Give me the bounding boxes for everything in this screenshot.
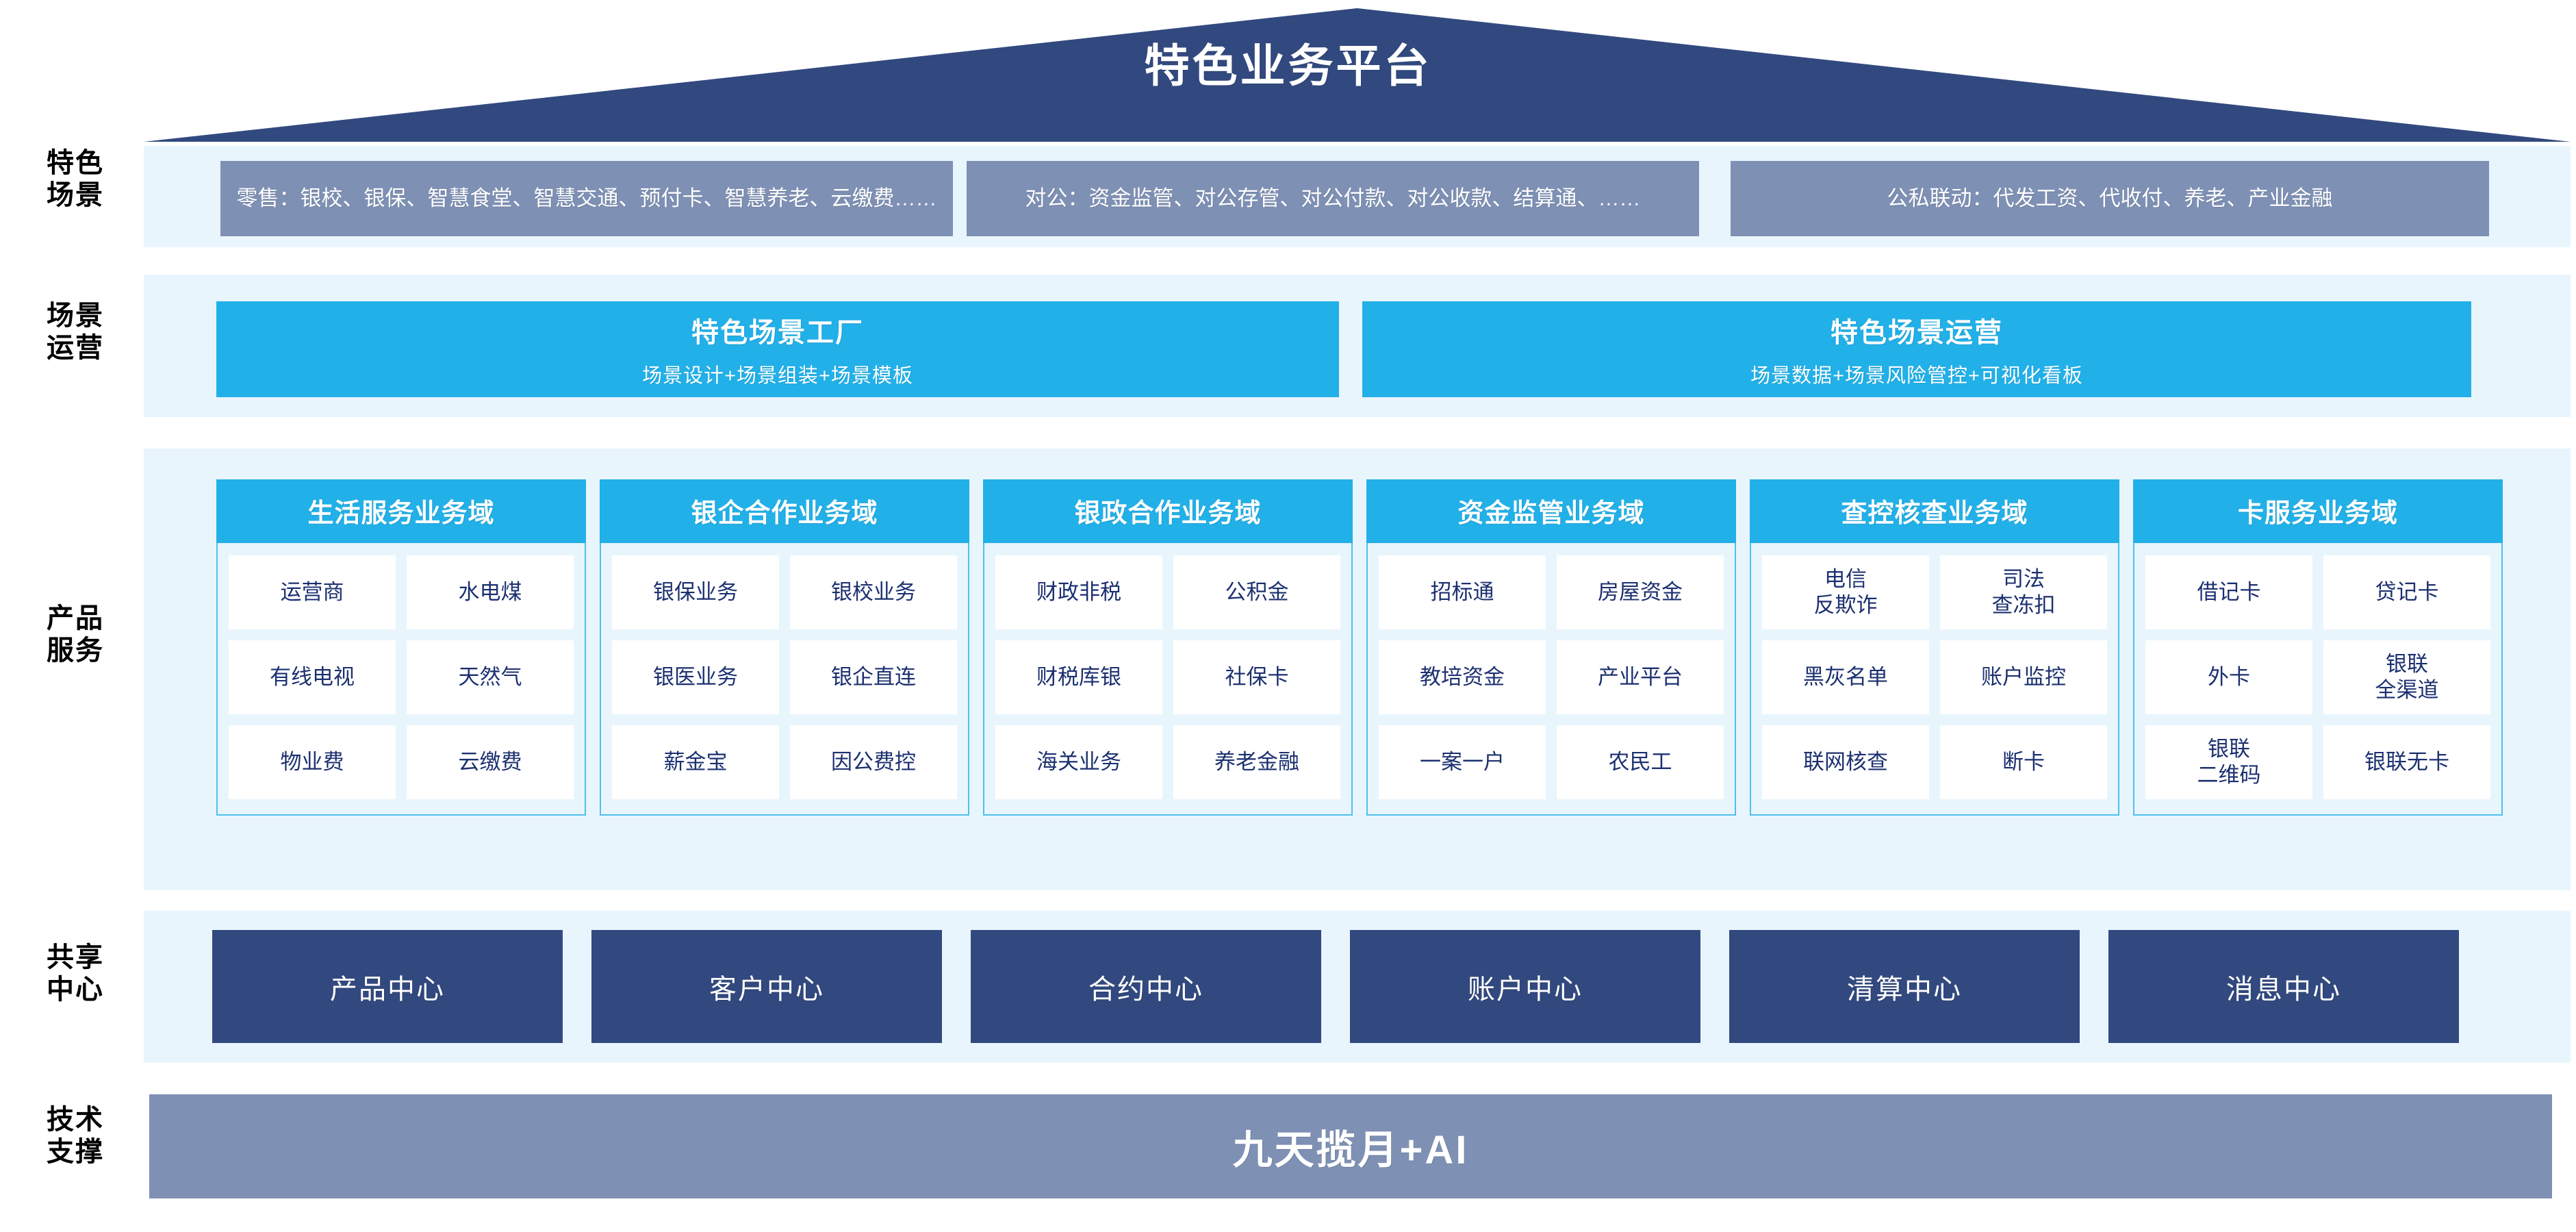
- product-item[interactable]: 一案一户: [1379, 725, 1546, 799]
- shared-center-contract[interactable]: 合约中心: [971, 930, 1321, 1043]
- row-label-tech: 技术 支撑: [47, 1105, 104, 1168]
- product-item[interactable]: 教培资金: [1379, 640, 1546, 714]
- product-domain-life-service[interactable]: 生活服务业务域 运营商 水电煤 有线电视 天然气 物业费 云缴费: [216, 479, 586, 816]
- product-domain-investigation[interactable]: 查控核查业务域 电信 反欺诈 司法 查冻扣 黑灰名单 账户监控 联网核查 断卡: [1750, 479, 2119, 816]
- row-label-products: 产品 服务: [47, 603, 104, 666]
- product-item[interactable]: 借记卡: [2145, 555, 2312, 629]
- product-item[interactable]: 司法 查冻扣: [1940, 555, 2107, 629]
- scene-box-retail[interactable]: 零售：银校、银保、智慧食堂、智慧交通、预付卡、智慧养老、云缴费……: [220, 161, 953, 236]
- domain-header-bank-enterprise: 银企合作业务域: [600, 479, 969, 543]
- product-item[interactable]: 产业平台: [1557, 640, 1724, 714]
- product-item[interactable]: 银联 二维码: [2145, 725, 2312, 799]
- ops-box-scene-operation[interactable]: 特色场景运营 场景数据+场景风险管控+可视化看板: [1362, 301, 2471, 397]
- product-domain-card-service[interactable]: 卡服务业务域 借记卡 贷记卡 外卡 银联 全渠道 银联 二维码 银联无卡: [2133, 479, 2503, 816]
- product-item[interactable]: 因公费控: [790, 725, 957, 799]
- domain-items-bank-government: 财政非税 公积金 财税库银 社保卡 海关业务 养老金融: [983, 543, 1353, 816]
- product-item[interactable]: 运营商: [229, 555, 396, 629]
- scene-box-corporate[interactable]: 对公：资金监管、对公存管、对公付款、对公收款、结算通、……: [967, 161, 1699, 236]
- product-item[interactable]: 房屋资金: [1557, 555, 1724, 629]
- product-item[interactable]: 联网核查: [1762, 725, 1929, 799]
- product-item[interactable]: 黑灰名单: [1762, 640, 1929, 714]
- product-item[interactable]: 银联无卡: [2323, 725, 2490, 799]
- product-item[interactable]: 外卡: [2145, 640, 2312, 714]
- product-item[interactable]: 农民工: [1557, 725, 1724, 799]
- product-item[interactable]: 银医业务: [612, 640, 779, 714]
- product-item[interactable]: 招标通: [1379, 555, 1546, 629]
- domain-header-investigation: 查控核查业务域: [1750, 479, 2119, 543]
- product-item[interactable]: 断卡: [1940, 725, 2107, 799]
- ops-subtitle-scene-operation: 场景数据+场景风险管控+可视化看板: [1750, 365, 2083, 387]
- product-item[interactable]: 有线电视: [229, 640, 396, 714]
- product-item[interactable]: 电信 反欺诈: [1762, 555, 1929, 629]
- product-item[interactable]: 银联 全渠道: [2323, 640, 2490, 714]
- ops-box-scene-factory[interactable]: 特色场景工厂 场景设计+场景组装+场景模板: [216, 301, 1339, 397]
- page-title: 特色业务平台: [1144, 40, 1432, 91]
- shared-center-customer[interactable]: 客户中心: [591, 930, 942, 1043]
- product-item[interactable]: 财税库银: [995, 640, 1162, 714]
- domain-items-bank-enterprise: 银保业务 银校业务 银医业务 银企直连 薪金宝 因公费控: [600, 543, 969, 816]
- ops-subtitle-scene-factory: 场景设计+场景组装+场景模板: [642, 365, 913, 387]
- product-item[interactable]: 海关业务: [995, 725, 1162, 799]
- product-item[interactable]: 薪金宝: [612, 725, 779, 799]
- scene-box-public-private[interactable]: 公私联动：代发工资、代收付、养老、产业金融: [1731, 161, 2489, 236]
- tech-support-bar[interactable]: 九天揽月+AI: [149, 1094, 2552, 1198]
- product-item[interactable]: 财政非税: [995, 555, 1162, 629]
- shared-center-product[interactable]: 产品中心: [212, 930, 563, 1043]
- product-domain-bank-government[interactable]: 银政合作业务域 财政非税 公积金 财税库银 社保卡 海关业务 养老金融: [983, 479, 1353, 816]
- product-item[interactable]: 银校业务: [790, 555, 957, 629]
- product-item[interactable]: 账户监控: [1940, 640, 2107, 714]
- product-item[interactable]: 银保业务: [612, 555, 779, 629]
- domain-items-investigation: 电信 反欺诈 司法 查冻扣 黑灰名单 账户监控 联网核查 断卡: [1750, 543, 2119, 816]
- product-item[interactable]: 物业费: [229, 725, 396, 799]
- domain-header-life-service: 生活服务业务域: [216, 479, 586, 543]
- domain-items-card-service: 借记卡 贷记卡 外卡 银联 全渠道 银联 二维码 银联无卡: [2133, 543, 2503, 816]
- product-domain-bank-enterprise[interactable]: 银企合作业务域 银保业务 银校业务 银医业务 银企直连 薪金宝 因公费控: [600, 479, 969, 816]
- product-item[interactable]: 公积金: [1173, 555, 1340, 629]
- product-item[interactable]: 云缴费: [407, 725, 574, 799]
- product-item[interactable]: 银企直连: [790, 640, 957, 714]
- ops-title-scene-factory: 特色场景工厂: [691, 318, 864, 348]
- product-item[interactable]: 天然气: [407, 640, 574, 714]
- ops-title-scene-operation: 特色场景运营: [1831, 318, 2003, 348]
- product-item[interactable]: 水电煤: [407, 555, 574, 629]
- shared-center-account[interactable]: 账户中心: [1350, 930, 1700, 1043]
- product-item[interactable]: 社保卡: [1173, 640, 1340, 714]
- domain-items-fund-supervision: 招标通 房屋资金 教培资金 产业平台 一案一户 农民工: [1366, 543, 1736, 816]
- domain-items-life-service: 运营商 水电煤 有线电视 天然气 物业费 云缴费: [216, 543, 586, 816]
- product-item[interactable]: 养老金融: [1173, 725, 1340, 799]
- platform-roof-banner: [144, 8, 2571, 142]
- product-item[interactable]: 贷记卡: [2323, 555, 2490, 629]
- shared-center-clearing[interactable]: 清算中心: [1729, 930, 2080, 1043]
- row-label-scenes: 特色 场景: [47, 148, 104, 211]
- domain-header-bank-government: 银政合作业务域: [983, 479, 1353, 543]
- domain-header-card-service: 卡服务业务域: [2133, 479, 2503, 543]
- row-label-operations: 场景 运营: [47, 301, 104, 364]
- product-domain-fund-supervision[interactable]: 资金监管业务域 招标通 房屋资金 教培资金 产业平台 一案一户 农民工: [1366, 479, 1736, 816]
- shared-center-message[interactable]: 消息中心: [2108, 930, 2459, 1043]
- domain-header-fund-supervision: 资金监管业务域: [1366, 479, 1736, 543]
- row-label-centers: 共享 中心: [47, 942, 104, 1005]
